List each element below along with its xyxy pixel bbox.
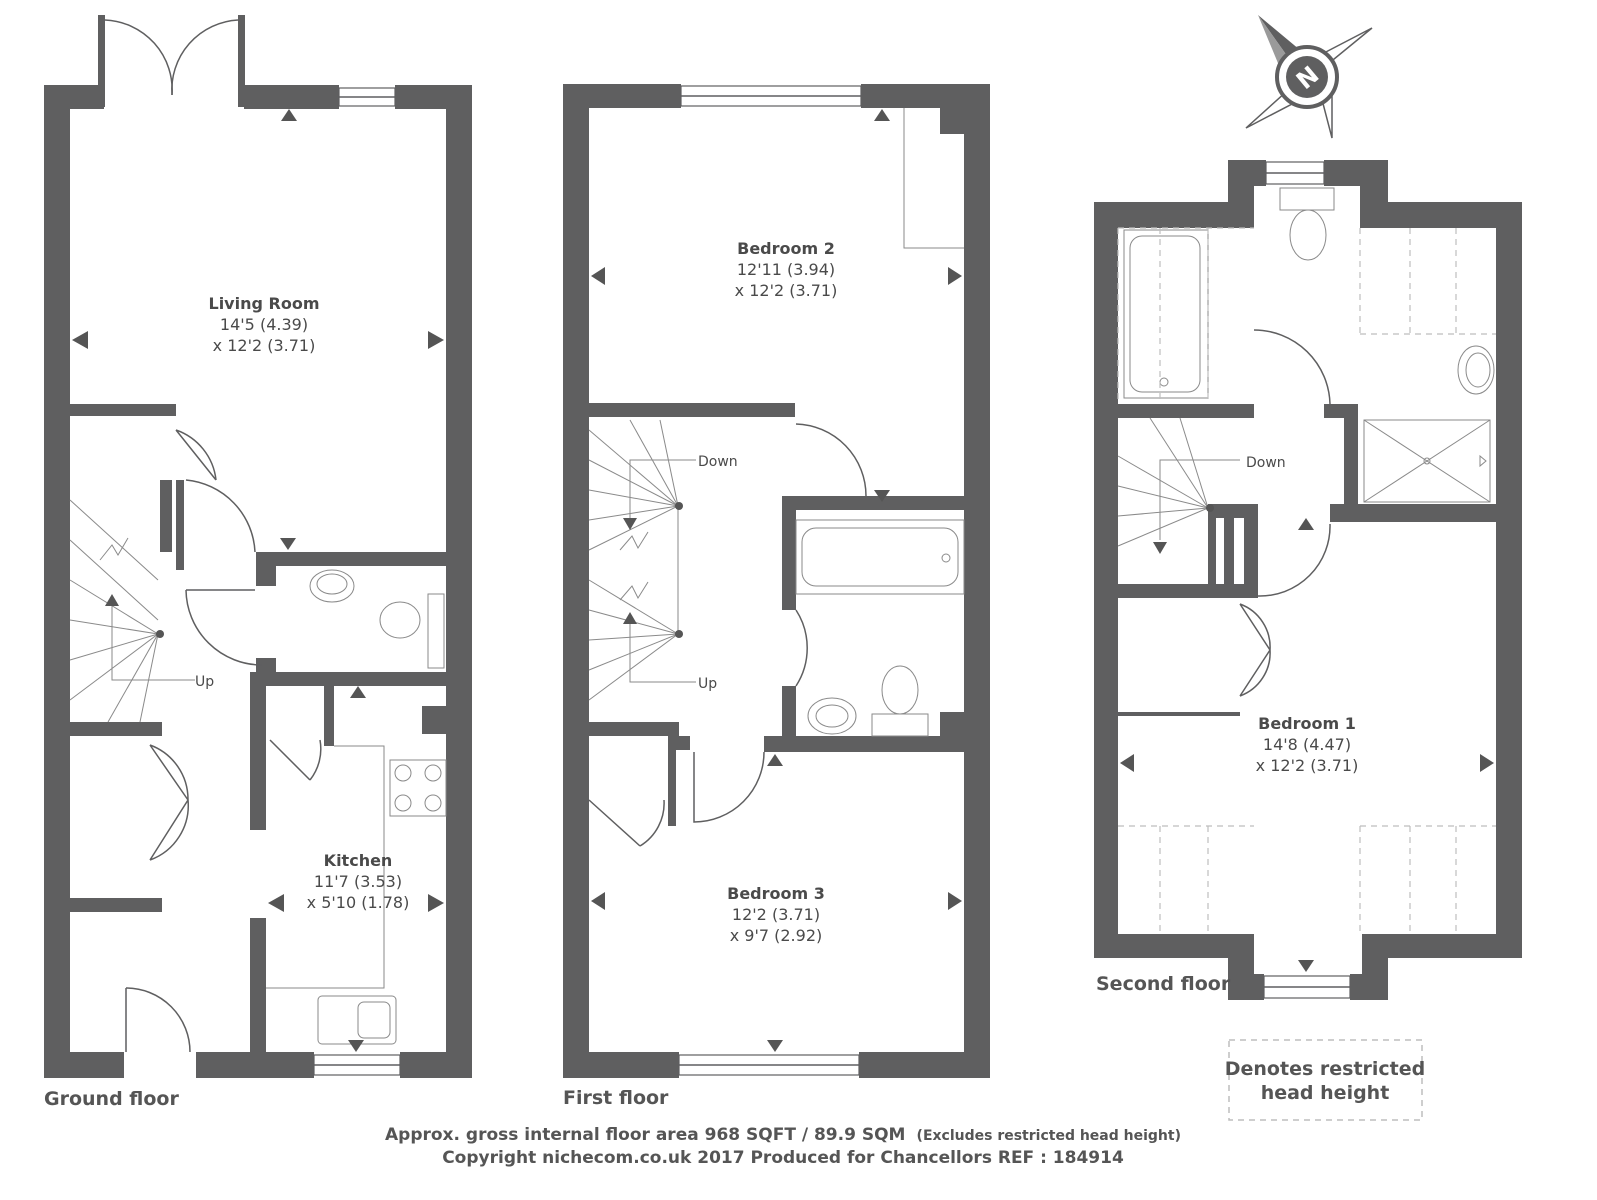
ground-floor-label: Ground floor (44, 1088, 179, 1110)
legend-line-2: head height (1261, 1082, 1390, 1104)
footer-copyright: Copyright nichecom.co.uk 2017 Produced f… (442, 1148, 1124, 1168)
kitchen-dim1: 11'7 (3.53) (314, 872, 402, 891)
footer-area-main: Approx. gross internal floor area 968 SQ… (385, 1125, 905, 1145)
second-floor-label: Second floor (1096, 973, 1231, 995)
footer-area-note: (Excludes restricted head height) (917, 1128, 1181, 1144)
ground-stairs-up-label: Up (195, 674, 214, 690)
first-stairs-up-label: Up (698, 676, 717, 692)
living-room-name: Living Room (209, 294, 320, 313)
bedroom-3-dim1: 12'2 (3.71) (732, 905, 820, 924)
living-room-dim2: x 12'2 (3.71) (213, 336, 316, 355)
bedroom-1-name: Bedroom 1 (1258, 714, 1356, 733)
bedroom-2-dim2: x 12'2 (3.71) (735, 281, 838, 300)
bedroom-2-dim1: 12'11 (3.94) (737, 260, 835, 279)
bedroom-1-dim2: x 12'2 (3.71) (1256, 756, 1359, 775)
bedroom-3-dim2: x 9'7 (2.92) (730, 926, 823, 945)
compass-icon (1245, 15, 1373, 139)
bedroom-1-dim1: 14'8 (4.47) (1263, 735, 1351, 754)
first-floor-label: First floor (563, 1087, 669, 1109)
ground-floor-plan (44, 15, 472, 1078)
living-room-dim1: 14'5 (4.39) (220, 315, 308, 334)
legend-box (1228, 1039, 1423, 1121)
kitchen-dim2: x 5'10 (1.78) (307, 893, 410, 912)
first-stairs-down-label: Down (698, 454, 738, 470)
second-stairs-down-label: Down (1246, 455, 1286, 471)
second-floor-plan (1094, 160, 1522, 1000)
bedroom-2-name: Bedroom 2 (737, 239, 835, 258)
kitchen-name: Kitchen (324, 851, 393, 870)
legend-line-1: Denotes restricted (1225, 1058, 1426, 1080)
first-floor-plan (563, 84, 990, 1078)
footer-area: Approx. gross internal floor area 968 SQ… (385, 1125, 1181, 1145)
bedroom-3-name: Bedroom 3 (727, 884, 825, 903)
